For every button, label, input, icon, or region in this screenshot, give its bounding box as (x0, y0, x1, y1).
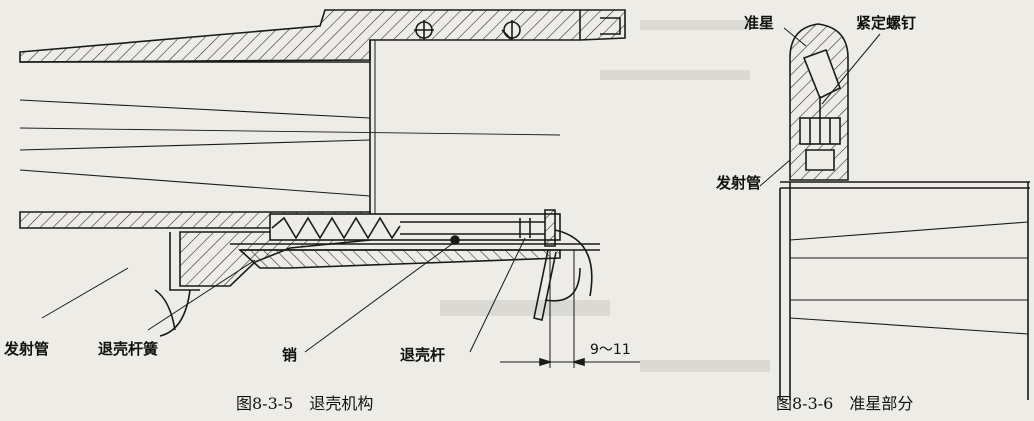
label-ejector-spring: 退壳杆簧 (98, 340, 159, 358)
label-launch-tube-right: 发射管 (716, 174, 762, 192)
label-launch-tube-left: 发射管 (4, 340, 50, 358)
ejector-lever (544, 209, 556, 247)
caption-figure-8-3-6: 图8-3-6 准星部分 (776, 394, 914, 413)
ejector-spring (271, 216, 401, 240)
front-sight-drawing (759, 23, 1030, 400)
background-noise (440, 20, 770, 372)
label-pin: 销 (282, 346, 298, 364)
caption-figure-8-3-5: 图8-3-5 退壳机构 (236, 394, 374, 413)
label-front-sight: 准星 (744, 14, 775, 32)
top-screw-1 (414, 20, 434, 40)
pin-marker (450, 235, 460, 245)
barrel-top-wall (19, 9, 626, 63)
top-screw-2 (501, 20, 521, 41)
label-set-screw: 紧定螺钉 (856, 14, 917, 32)
label-dimension: 9～11 (590, 342, 631, 358)
ejector-mechanism-drawing (19, 9, 640, 368)
label-ejector-rod: 退壳杆 (400, 346, 446, 364)
